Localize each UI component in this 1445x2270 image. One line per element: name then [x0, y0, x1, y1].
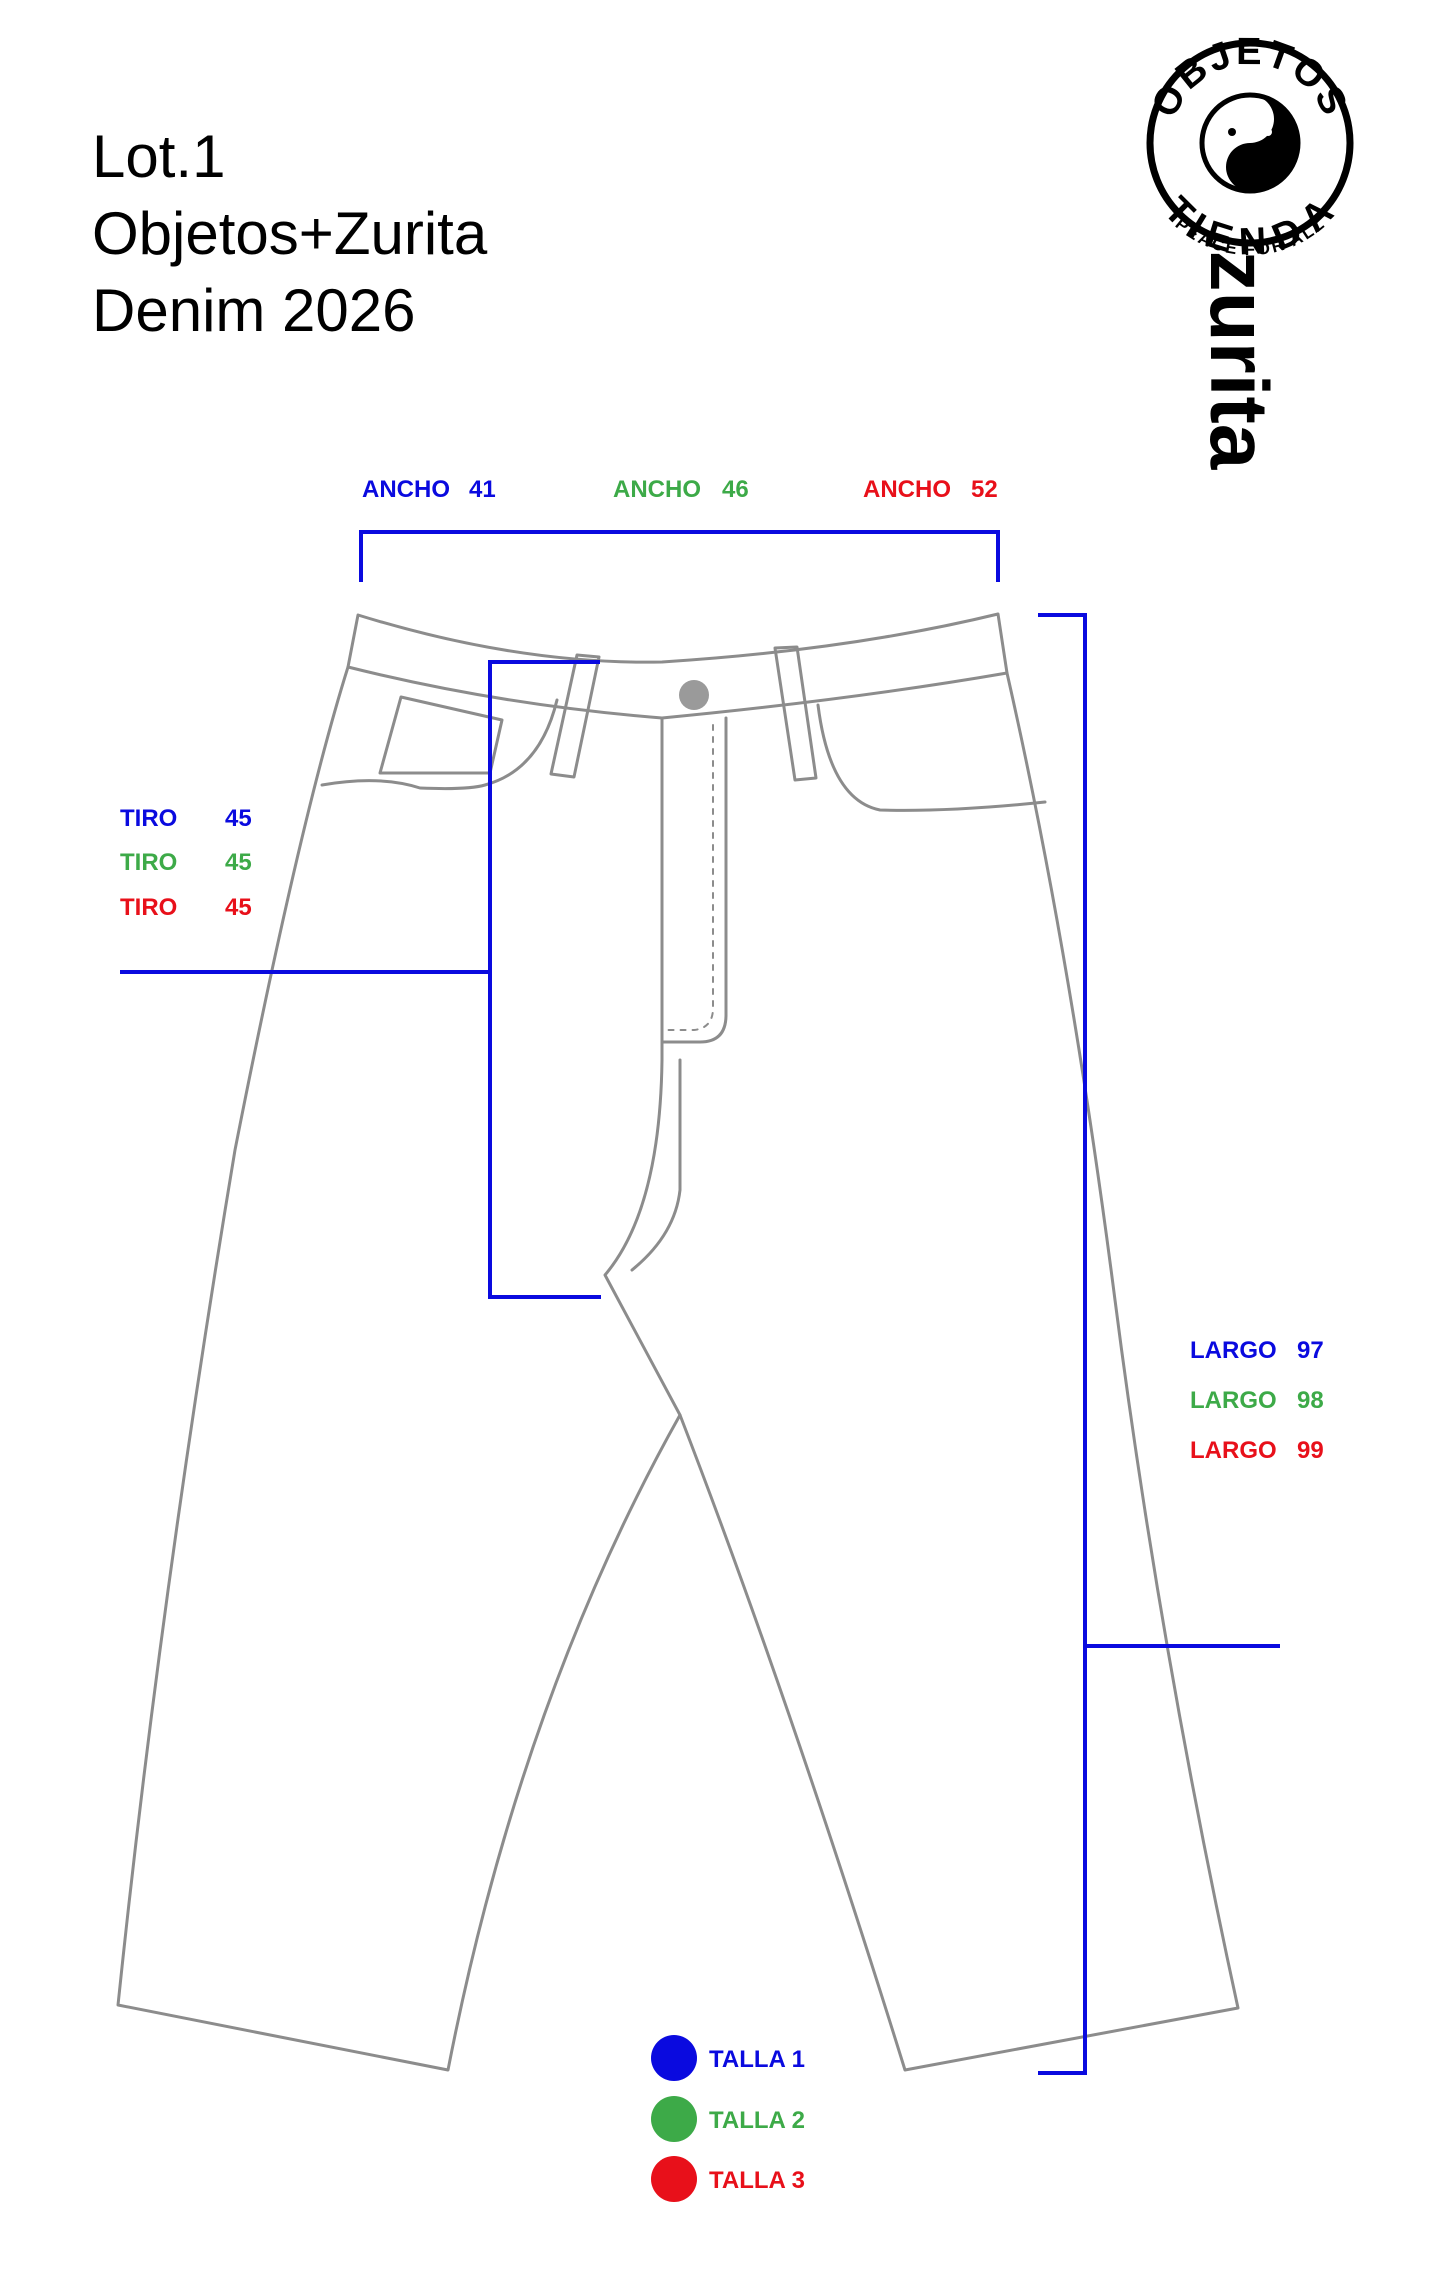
waistband — [346, 612, 1009, 720]
ancho-value-3: 52 — [971, 476, 998, 503]
title-lot: Lot.1 — [92, 123, 226, 190]
legend-dot-talla-1 — [651, 2035, 697, 2081]
tiro-label-2: TIRO — [120, 849, 177, 876]
tiro-value-2: 45 — [225, 849, 252, 876]
largo-value-3: 99 — [1297, 1437, 1324, 1464]
pants-outline — [116, 612, 1240, 2072]
legend-dot-talla-3 — [651, 2156, 697, 2202]
legend-label-talla-3: TALLA 3 — [709, 2167, 805, 2194]
ancho-value-2: 46 — [722, 476, 749, 503]
ancho-label-2: ANCHO — [613, 476, 701, 503]
largo-label-2: LARGO — [1190, 1387, 1277, 1414]
tiro-value-3: 45 — [225, 894, 252, 921]
pants-body — [116, 665, 1240, 2072]
ancho-label-1: ANCHO — [362, 476, 450, 503]
title-collab: Objetos+Zurita — [92, 200, 488, 267]
fly-front-line — [603, 716, 682, 1417]
title-block: Lot.1 Objetos+Zurita Denim 2026 — [92, 118, 487, 349]
button-icon — [679, 680, 709, 710]
dimension-lines — [120, 530, 1280, 2075]
ancho-value-1: 41 — [469, 476, 496, 503]
belt-loop-right — [773, 645, 818, 782]
tiro-label-1: TIRO — [120, 805, 177, 832]
largo-label-1: LARGO — [1190, 1337, 1277, 1364]
fly-stitching — [661, 724, 714, 1031]
objetos-tienda-logo: OBJETOS TIENDA PEACE FOR ALL — [1144, 31, 1354, 264]
legend-dot-talla-2 — [651, 2096, 697, 2142]
yin-yang-smiley-icon — [1226, 95, 1298, 191]
ancho-labels: ANCHO 41 ANCHO 46 ANCHO 52 — [362, 476, 998, 503]
tiro-labels: TIRO 45 TIRO 45 TIRO 45 — [120, 805, 252, 921]
largo-bracket — [1038, 613, 1087, 2075]
fly-inner-line — [630, 1058, 682, 1272]
front-pocket-left — [320, 698, 559, 791]
legend-label-talla-1: TALLA 1 — [709, 2046, 805, 2073]
largo-label-3: LARGO — [1190, 1437, 1277, 1464]
legend-label-talla-2: TALLA 2 — [709, 2107, 805, 2134]
title-collection: Denim 2026 — [92, 277, 416, 344]
logo-outer-ring — [1146, 39, 1354, 247]
tiro-label-3: TIRO — [120, 894, 177, 921]
tiro-value-1: 45 — [225, 805, 252, 832]
largo-value-1: 97 — [1297, 1337, 1324, 1364]
front-pocket-right — [816, 703, 1047, 812]
brand-wordmark: zurita — [1193, 251, 1284, 471]
fly-panel — [660, 716, 728, 1044]
ancho-label-3: ANCHO — [863, 476, 951, 503]
tiro-bracket — [488, 660, 601, 1299]
largo-labels: LARGO 97 LARGO 98 LARGO 99 — [1190, 1337, 1324, 1464]
coin-pocket — [378, 695, 504, 775]
belt-loop-left — [549, 653, 601, 779]
ancho-bracket — [359, 530, 1000, 582]
largo-value-2: 98 — [1297, 1387, 1324, 1414]
size-legend: TALLA 1 TALLA 2 TALLA 3 — [651, 2035, 805, 2202]
